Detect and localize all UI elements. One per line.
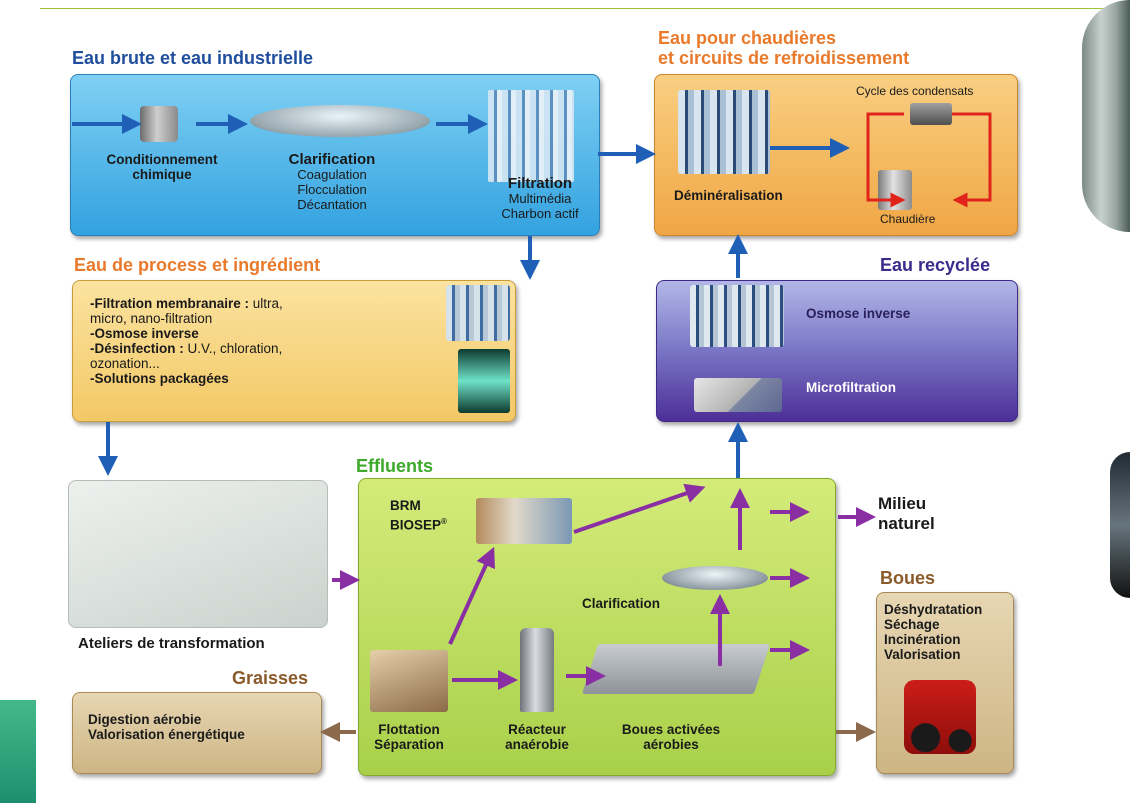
raw-water-title: Eau brute et eau industrielle [72,48,314,68]
process-water-box [72,280,516,422]
reverse-osmosis-unit-icon [690,285,784,347]
demineralisation-unit-icon [678,90,770,174]
greases-line1: Digestion aérobie [88,712,202,727]
recycled-water-title: Eau recyclée [880,255,991,275]
clarifier-icon [250,105,430,137]
greases-title: Graisses [232,668,309,688]
anaerobic-reactor-icon [520,628,554,712]
microfiltration-unit-icon [694,378,782,412]
biosep-label: BIOSEP® [390,517,447,533]
cropped-photo-top [1082,0,1130,232]
purple-arrow-brm-out [573,483,706,534]
flotation-unit-icon [370,650,448,712]
anaerobic-line1: Réacteur [508,722,566,737]
process-list: -Filtration membranaire : ultra, micro, … [90,296,390,386]
clarification-item-1: Coagulation [297,167,367,182]
conditioning-line1: Conditionnement [106,152,218,167]
sludge-box-text: Déshydratation Séchage Incinération Valo… [884,602,982,662]
anaerobic-line2: anaérobie [505,737,569,752]
greases-treatment-box [72,692,322,774]
process-line-5: ozonation... [90,356,160,371]
process-line-3: -Osmose inverse [90,326,199,341]
tractor-icon [904,680,976,754]
workshops-label: Ateliers de transformation [78,635,265,652]
flotation-line2: Séparation [374,737,444,752]
process-line-2: micro, nano-filtration [90,311,213,326]
natural-line1: Milieu [878,494,927,513]
red-condensate-cycle-left [866,112,906,208]
boiler-water-title-line2: et circuits de refroidissement [658,48,910,68]
process-line-6: -Solutions packagées [90,371,229,386]
sludge-line2: Séchage [884,617,940,632]
effluent-clarifier-icon [662,566,768,590]
boiler-water-title-line1: Eau pour chaudières [658,28,837,48]
sludge-line3: Incinération [884,632,961,647]
red-condensate-cycle-right [952,112,992,208]
cropped-photo-middle [1110,452,1130,598]
aerobic-line1: Boues activées [621,722,721,737]
natural-line2: naturel [878,514,935,533]
flotation-line1: Flottation [378,722,440,737]
aerobic-label: Boues activées aérobies [606,722,736,752]
filtration-unit-icon [488,90,574,182]
sludge-line4: Valorisation [884,647,961,662]
left-decorative-tab [0,700,36,803]
filtration-item-2: Charbon actif [501,206,579,221]
flotation-label: Flottation Séparation [366,722,452,752]
condensate-cycle-label: Cycle des condensats [856,84,974,98]
reverse-osmosis-label: Osmose inverse [806,306,911,321]
clarification-item-3: Décantation [297,197,367,212]
frame-top-line [40,8,1110,9]
purple-arrow-flott-brm [448,546,495,645]
greases-box-text: Digestion aérobie Valorisation énergétiq… [88,712,245,742]
natural-environment-label: Milieu naturel [878,494,935,534]
filtration-group: Filtration Multimédia Charbon actif [488,176,592,221]
effluents-box [358,478,836,776]
conditioning-line2: chimique [132,167,192,182]
sludge-title: Boues [880,568,936,588]
microfiltration-label: Microfiltration [806,380,896,395]
effluents-title: Effluents [356,456,434,476]
process-line-4: -Désinfection : U.V., chloration, [90,341,283,356]
process-water-title: Eau de process et ingrédient [74,255,321,275]
sludge-line1: Déshydratation [884,602,983,617]
uv-disinfection-icon [458,349,510,413]
clarification-group: Clarification Coagulation Flocculation D… [282,152,382,212]
aerobic-line2: aérobies [643,737,699,752]
clarification-title: Clarification [288,151,376,168]
chemical-tank-icon [140,106,178,142]
brm-biosep-unit-icon [476,498,572,544]
filtration-item-1: Multimédia [508,191,572,206]
anaerobic-label: Réacteur anaérobie [492,722,582,752]
boiler-label: Chaudière [880,212,936,226]
processing-workshop-illustration [68,480,328,628]
filtration-title: Filtration [507,175,573,192]
brm-label: BRM [390,498,421,513]
membrane-unit-icon [446,285,510,341]
demineralisation-label: Déminéralisation [674,188,783,203]
process-line-1: -Filtration membranaire : ultra, [90,296,283,311]
clarification-item-2: Flocculation [297,182,367,197]
effluent-clarification-label: Clarification [582,596,661,611]
condensate-tank-icon [910,103,952,125]
conditioning-label: Conditionnement chimique [92,152,232,182]
greases-line2: Valorisation énergétique [88,727,245,742]
